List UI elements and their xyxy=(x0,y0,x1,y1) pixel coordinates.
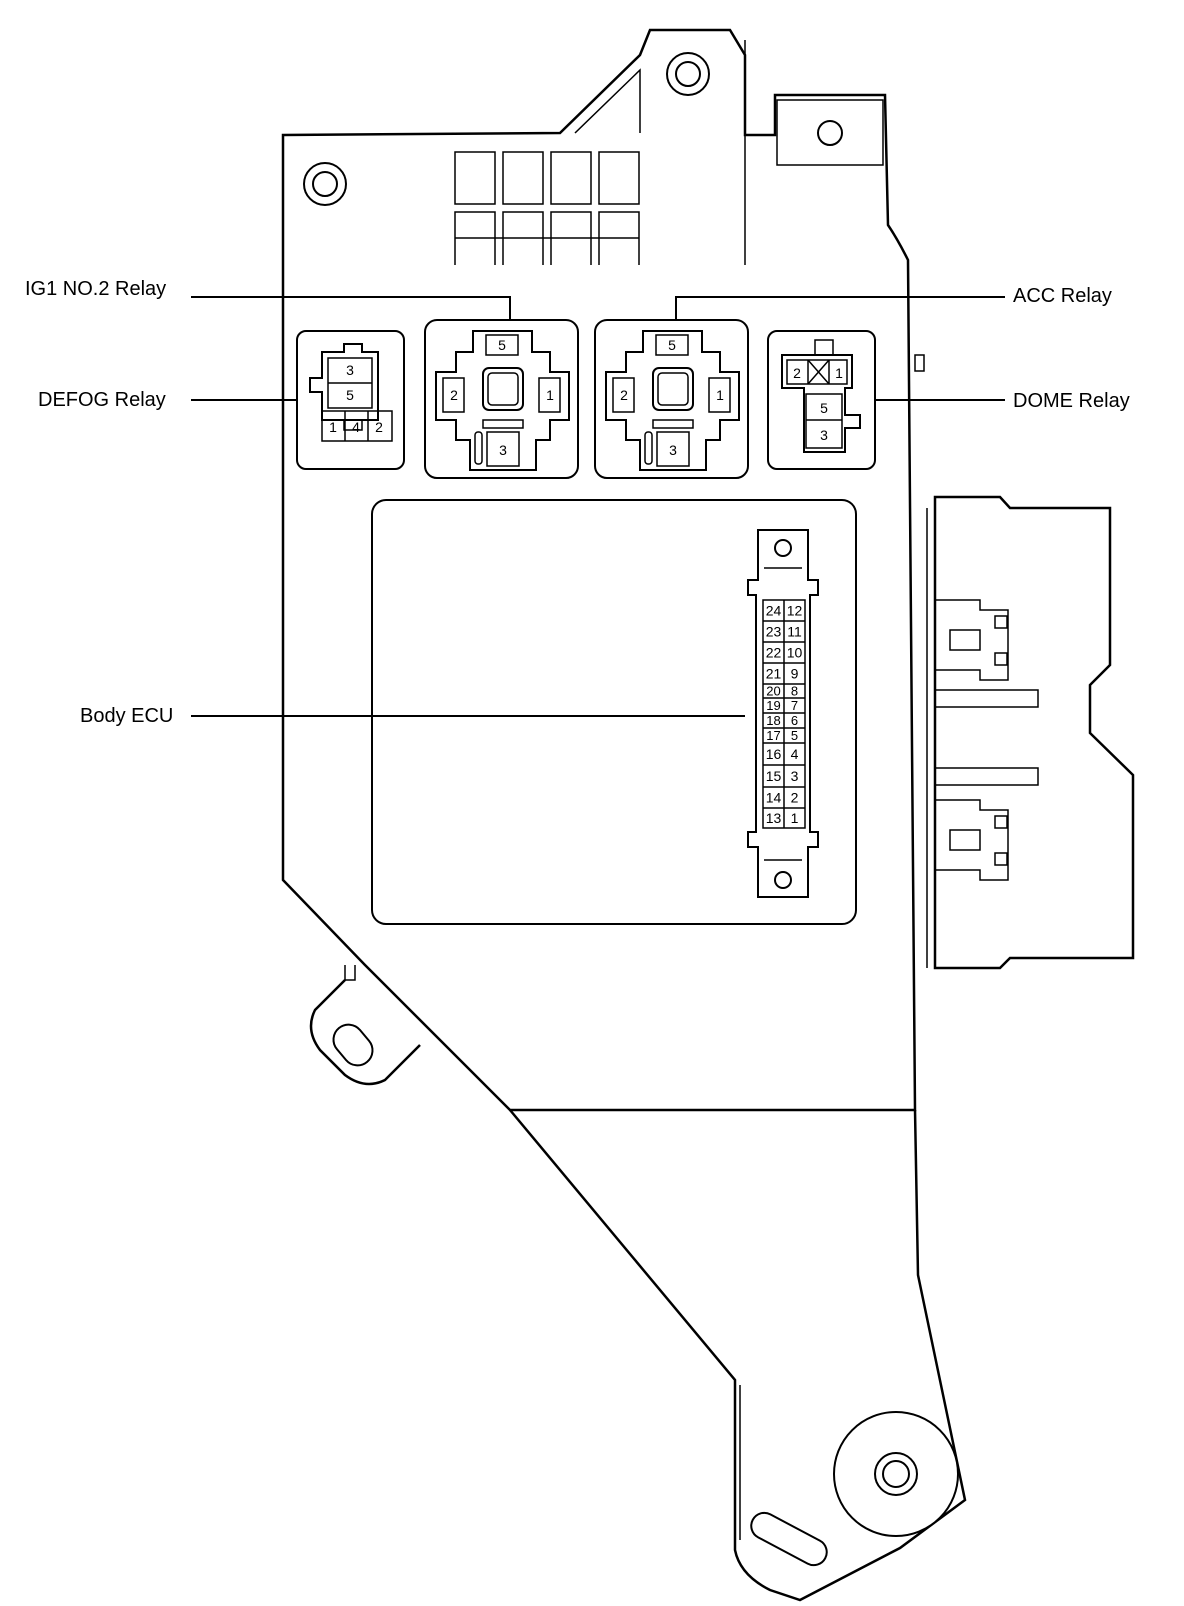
body-ecu-panel xyxy=(371,499,857,925)
defog-pin-middle: 5 xyxy=(346,387,354,403)
ecu-pin-left: 18 xyxy=(766,713,780,728)
fuse-slot-grid xyxy=(454,151,640,265)
ecu-pin-right: 3 xyxy=(791,768,799,784)
dome-relay-label: DOME Relay xyxy=(1013,390,1130,412)
ecu-pin-left: 19 xyxy=(766,698,780,713)
ecu-pin-left: 20 xyxy=(766,684,780,699)
ecu-pin-right: 5 xyxy=(791,728,798,743)
defog-relay-connector: 3 5 1 4 2 xyxy=(296,330,405,470)
ig1-pin-right: 1 xyxy=(546,387,554,403)
ecu-pin-right: 11 xyxy=(787,624,802,640)
ig1-pin-bottom: 3 xyxy=(499,442,507,458)
ecu-pin-right: 4 xyxy=(791,746,799,762)
ig1-no2-relay-label: IG1 NO.2 Relay xyxy=(25,278,166,300)
dome-relay-connector: 2 1 5 3 xyxy=(767,330,876,470)
ecu-pin-left: 22 xyxy=(766,645,782,661)
ecu-pin-right: 10 xyxy=(787,645,803,661)
ig1-pin-top: 5 xyxy=(498,337,506,353)
lower-bracket xyxy=(509,1109,967,1602)
ecu-pin-grid: 24 12 23 11 22 10 21 9 20 8 19 7 18 6 17 5 16 4 15 3 14 2 13 1 xyxy=(763,603,805,826)
dome-pin-bottom: 3 xyxy=(820,427,828,443)
ig1-no2-relay-connector: 5 2 1 3 xyxy=(424,319,579,479)
defog-pin-bottom-3: 2 xyxy=(375,419,383,435)
ecu-pin-left: 24 xyxy=(766,603,782,619)
defog-pin-bottom-1: 1 xyxy=(329,419,337,435)
housing xyxy=(281,28,925,1112)
mounting-hole-top-right xyxy=(817,120,843,146)
ecu-pin-right: 8 xyxy=(791,684,798,699)
mounting-hole-left xyxy=(303,162,347,206)
dome-pin-top-right: 1 xyxy=(835,365,843,381)
acc-relay-connector: 5 2 1 3 xyxy=(594,319,749,479)
ecu-pin-right: 2 xyxy=(791,790,799,806)
acc-pin-right: 1 xyxy=(716,387,724,403)
acc-pin-left: 2 xyxy=(620,387,628,403)
ecu-pin-right: 1 xyxy=(791,810,799,826)
ecu-pin-right: 7 xyxy=(791,698,798,713)
defog-pin-top: 3 xyxy=(346,362,354,378)
ecu-pin-left: 16 xyxy=(766,746,782,762)
ecu-pin-left: 14 xyxy=(766,790,782,806)
acc-pin-bottom: 3 xyxy=(669,442,677,458)
ecu-pin-left: 17 xyxy=(766,728,780,743)
leader-acc xyxy=(675,296,1005,320)
body-ecu-label: Body ECU xyxy=(80,705,173,727)
ecu-pin-right: 9 xyxy=(791,666,799,682)
ecu-pin-left: 21 xyxy=(766,666,782,682)
dome-pin-top-left: 2 xyxy=(793,365,801,381)
leader-ig1 xyxy=(191,296,511,320)
ecu-pin-left: 15 xyxy=(766,768,782,784)
defog-pin-bottom-2: 4 xyxy=(352,419,360,435)
left-ear xyxy=(309,965,421,1086)
acc-pin-top: 5 xyxy=(668,337,676,353)
acc-relay-label: ACC Relay xyxy=(1013,285,1112,307)
ecu-pin-left: 13 xyxy=(766,810,782,826)
ecu-pin-right: 12 xyxy=(787,603,803,619)
body-ecu-connector: 24 12 23 11 22 10 21 9 20 8 19 7 18 6 17 5 16 4 15 3 14 2 13 1 xyxy=(747,529,819,898)
ecu-pin-left: 23 xyxy=(766,624,782,640)
defog-relay-label: DEFOG Relay xyxy=(38,389,166,411)
leader-lines xyxy=(191,296,1005,717)
ig1-pin-left: 2 xyxy=(450,387,458,403)
right-side-connector xyxy=(926,495,1135,970)
mounting-hole-top xyxy=(666,52,710,96)
dome-pin-middle: 5 xyxy=(820,400,828,416)
ecu-pin-right: 6 xyxy=(791,713,798,728)
